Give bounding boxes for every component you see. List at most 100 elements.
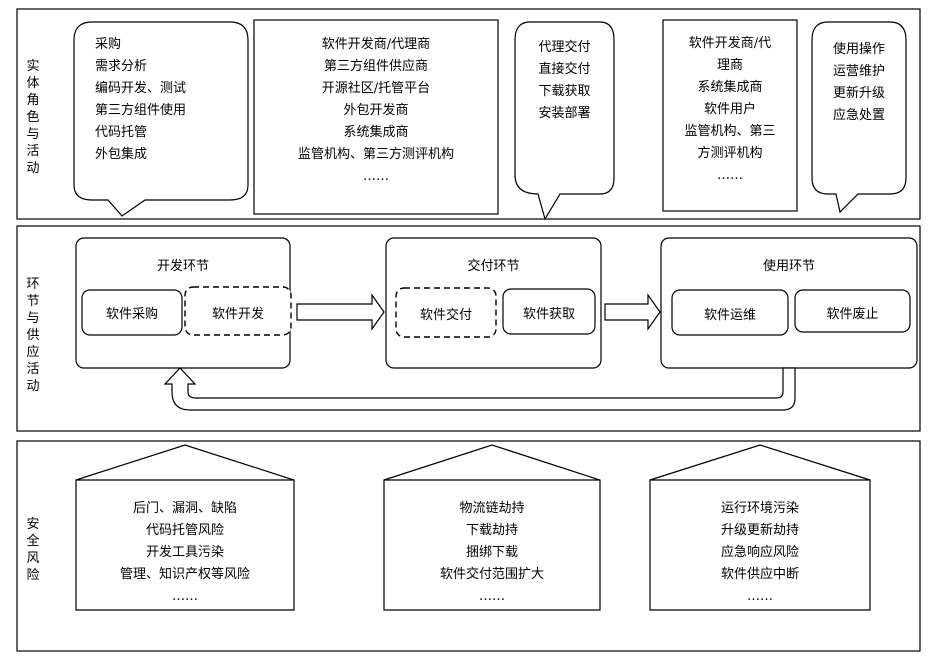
dev-actors-list: 软件开发商/代理商第三方组件供应商开源社区/托管平台外包开发商系统集成商监管机构… — [254, 34, 498, 188]
use-risks-list: 运行环境污染升级更新劫持应急响应风险软件供应中断 …… — [650, 498, 870, 608]
list-item: 理商 — [716, 58, 743, 73]
list-item: 监管机构、第三方测评机构 — [297, 147, 454, 162]
software-retirement-node — [794, 289, 911, 333]
delivery-activities-list: 代理交付直接交付下载获取安装部署 — [515, 37, 614, 125]
delivery-activities-bubble — [514, 21, 615, 221]
section-title-char: 全 — [26, 534, 40, 549]
section-title-char: 安 — [26, 517, 40, 532]
list-item: 使用操作 — [832, 42, 885, 57]
section-title-char: 与 — [26, 127, 40, 142]
list-item: 监管机构、第三 — [684, 124, 776, 139]
list-item: 代码托管风险 — [145, 523, 224, 538]
list-item: 系统集成商 — [697, 80, 763, 95]
list-item: 代理交付 — [538, 40, 591, 55]
risks-section-title: 安全风险 — [25, 516, 41, 584]
software-operation-node — [671, 289, 789, 336]
list-item: 运营维护 — [832, 64, 885, 79]
section-title-char: 风 — [26, 551, 40, 566]
list-item: 外包开发商 — [343, 103, 409, 118]
stages-section-title: 环节与供应活动 — [25, 276, 41, 395]
roles-section-frame — [16, 8, 921, 220]
software-acquisition-node — [502, 288, 596, 335]
software-delivery-label: 软件交付 — [419, 308, 472, 323]
dev-to-delivery-arrow — [296, 293, 385, 331]
list-item: 运行环境污染 — [720, 501, 799, 516]
use-actors-box — [662, 19, 798, 212]
list-item: …… — [479, 589, 505, 604]
list-item: 开源社区/托管平台 — [321, 81, 431, 96]
list-item: 物流链劫持 — [459, 501, 525, 516]
list-item: 后门、漏洞、缺陷 — [132, 501, 237, 516]
software-delivery-node — [395, 287, 497, 338]
list-item: 采购 — [95, 37, 122, 52]
list-item: 下载获取 — [538, 84, 591, 99]
software-acquisition-label: 软件获取 — [522, 307, 575, 322]
dev-risks-list: 后门、漏洞、缺陷代码托管风险开发工具污染管理、知识产权等风险 …… — [76, 498, 294, 608]
dev-actors-box — [253, 19, 499, 215]
list-item: 下载劫持 — [465, 523, 518, 538]
section-title-char: 活 — [26, 362, 40, 377]
delivery-risks-house — [383, 444, 601, 611]
list-item: 升级更新劫持 — [720, 523, 799, 538]
list-item: 软件供应中断 — [720, 567, 799, 582]
feedback-loop-arrow — [163, 367, 796, 411]
delivery-risks-list: 物流链劫持下载劫持捆绑下载软件交付范围扩大 …… — [384, 498, 600, 608]
list-item: 方测评机构 — [697, 146, 763, 161]
list-item: 捆绑下载 — [465, 545, 518, 560]
section-title-char: 动 — [26, 379, 40, 394]
section-title-char: 与 — [26, 311, 40, 326]
delivery-stage-title: 交付环节 — [467, 259, 520, 274]
list-item: 需求分析 — [95, 59, 148, 74]
software-operation-label: 软件运维 — [703, 308, 756, 323]
section-title-char: 体 — [26, 76, 40, 91]
software-development-node — [184, 286, 292, 336]
section-title-char: 环 — [26, 277, 40, 292]
list-item: …… — [747, 589, 773, 604]
section-title-char: 节 — [26, 294, 40, 309]
use-activities-list: 使用操作运营维护更新升级应急处置 — [812, 39, 906, 127]
section-title-char: 动 — [26, 161, 40, 176]
list-item: 管理、知识产权等风险 — [119, 567, 250, 582]
section-title-char: 角 — [26, 93, 40, 108]
list-item: 第三方组件使用 — [95, 103, 187, 118]
software-retirement-label: 软件废止 — [826, 307, 879, 322]
list-item: 系统集成商 — [343, 125, 409, 140]
list-item: 第三方组件供应商 — [323, 59, 428, 74]
dev-risks-house — [75, 444, 295, 611]
section-title-char: 险 — [26, 568, 40, 583]
list-item: 应急处置 — [832, 108, 885, 123]
section-title-char: 应 — [26, 345, 40, 360]
list-item: …… — [172, 589, 198, 604]
use-activities-bubble — [811, 21, 907, 214]
list-item: 更新升级 — [832, 86, 885, 101]
stages-section-frame — [16, 225, 921, 432]
list-item: 软件开发商/代 — [688, 36, 772, 51]
section-title-char: 活 — [26, 144, 40, 159]
dev-activities-list: 采购需求分析编码开发、测试第三方组件使用代码托管外包集成 — [95, 34, 186, 166]
list-item: …… — [363, 169, 389, 184]
use-risks-house — [649, 444, 871, 611]
delivery-to-use-arrow — [604, 293, 661, 331]
list-item: 软件用户 — [703, 102, 756, 117]
software-development-label: 软件开发 — [211, 307, 264, 322]
dev-activities-bubble — [73, 21, 249, 217]
dev-stage-title: 开发环节 — [156, 259, 209, 274]
list-item: 应急响应风险 — [720, 545, 799, 560]
list-item: 代码托管 — [95, 125, 148, 140]
list-item: …… — [717, 168, 743, 183]
roles-section-title: 实体角色与活动 — [25, 58, 41, 177]
list-item: 软件交付范围扩大 — [439, 567, 544, 582]
list-item: 安装部署 — [538, 106, 591, 121]
section-title-char: 实 — [26, 59, 40, 74]
list-item: 外包集成 — [95, 147, 148, 162]
section-title-char: 色 — [26, 110, 40, 125]
list-item: 开发工具污染 — [145, 545, 224, 560]
section-title-char: 供 — [26, 328, 40, 343]
use-actors-list: 软件开发商/代理商系统集成商软件用户监管机构、第三方测评机构 …… — [663, 33, 797, 187]
software-procurement-node — [81, 289, 183, 336]
list-item: 直接交付 — [538, 62, 591, 77]
software-procurement-label: 软件采购 — [105, 307, 158, 322]
list-item: 编码开发、测试 — [95, 81, 187, 96]
list-item: 软件开发商/代理商 — [321, 37, 431, 52]
